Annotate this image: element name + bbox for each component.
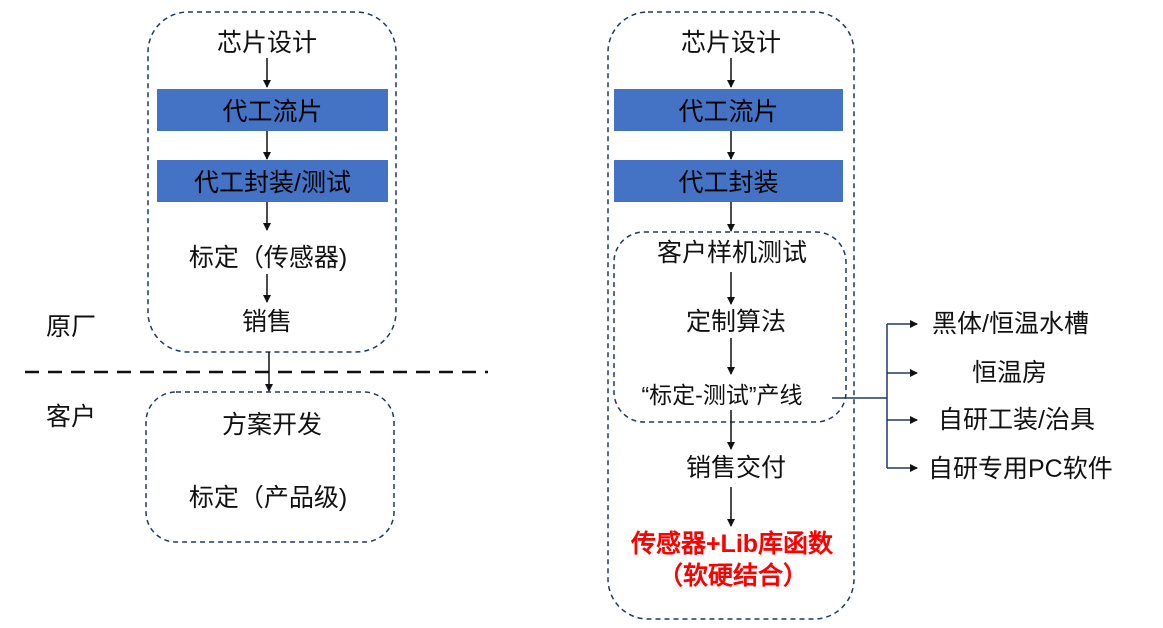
label-original-factory: 原厂 — [46, 313, 97, 341]
left-chip-design: 芯片设计 — [216, 29, 317, 57]
equipment-item-2: 恒温房 — [972, 359, 1048, 387]
right-result-line2: （软硬结合） — [657, 562, 808, 590]
left-calibration-product: 标定（产品级) — [188, 484, 348, 512]
label-customer: 客户 — [46, 403, 97, 431]
customer-container — [145, 391, 395, 543]
left-plan-development: 方案开发 — [221, 411, 322, 439]
right-result-line1: 传感器+Lib库函数 — [630, 530, 834, 558]
right-custom-algorithm: 定制算法 — [685, 308, 786, 336]
right-foundry-package-block: 代工封装 — [614, 160, 843, 202]
inner-test-container — [613, 231, 847, 423]
equipment-item-3: 自研工装/治具 — [938, 406, 1095, 434]
equipment-item-4: 自研专用PC软件 — [928, 455, 1113, 483]
right-flow-container — [607, 11, 855, 620]
right-foundry-tapeout-block: 代工流片 — [614, 89, 843, 131]
left-sales: 销售 — [241, 308, 292, 336]
right-chip-design: 芯片设计 — [680, 29, 781, 57]
original-factory-container — [147, 11, 397, 353]
left-foundry-package-test-block: 代工封装/测试 — [157, 160, 388, 202]
right-sales-delivery: 销售交付 — [685, 454, 786, 482]
right-sample-test: 客户样机测试 — [656, 239, 807, 267]
left-foundry-tapeout-block: 代工流片 — [157, 89, 388, 131]
left-calibration-sensor: 标定（传感器) — [188, 244, 348, 272]
equipment-item-1: 黑体/恒温水槽 — [932, 310, 1089, 338]
right-cal-test-line: “标定-测试”产线 — [641, 382, 803, 408]
